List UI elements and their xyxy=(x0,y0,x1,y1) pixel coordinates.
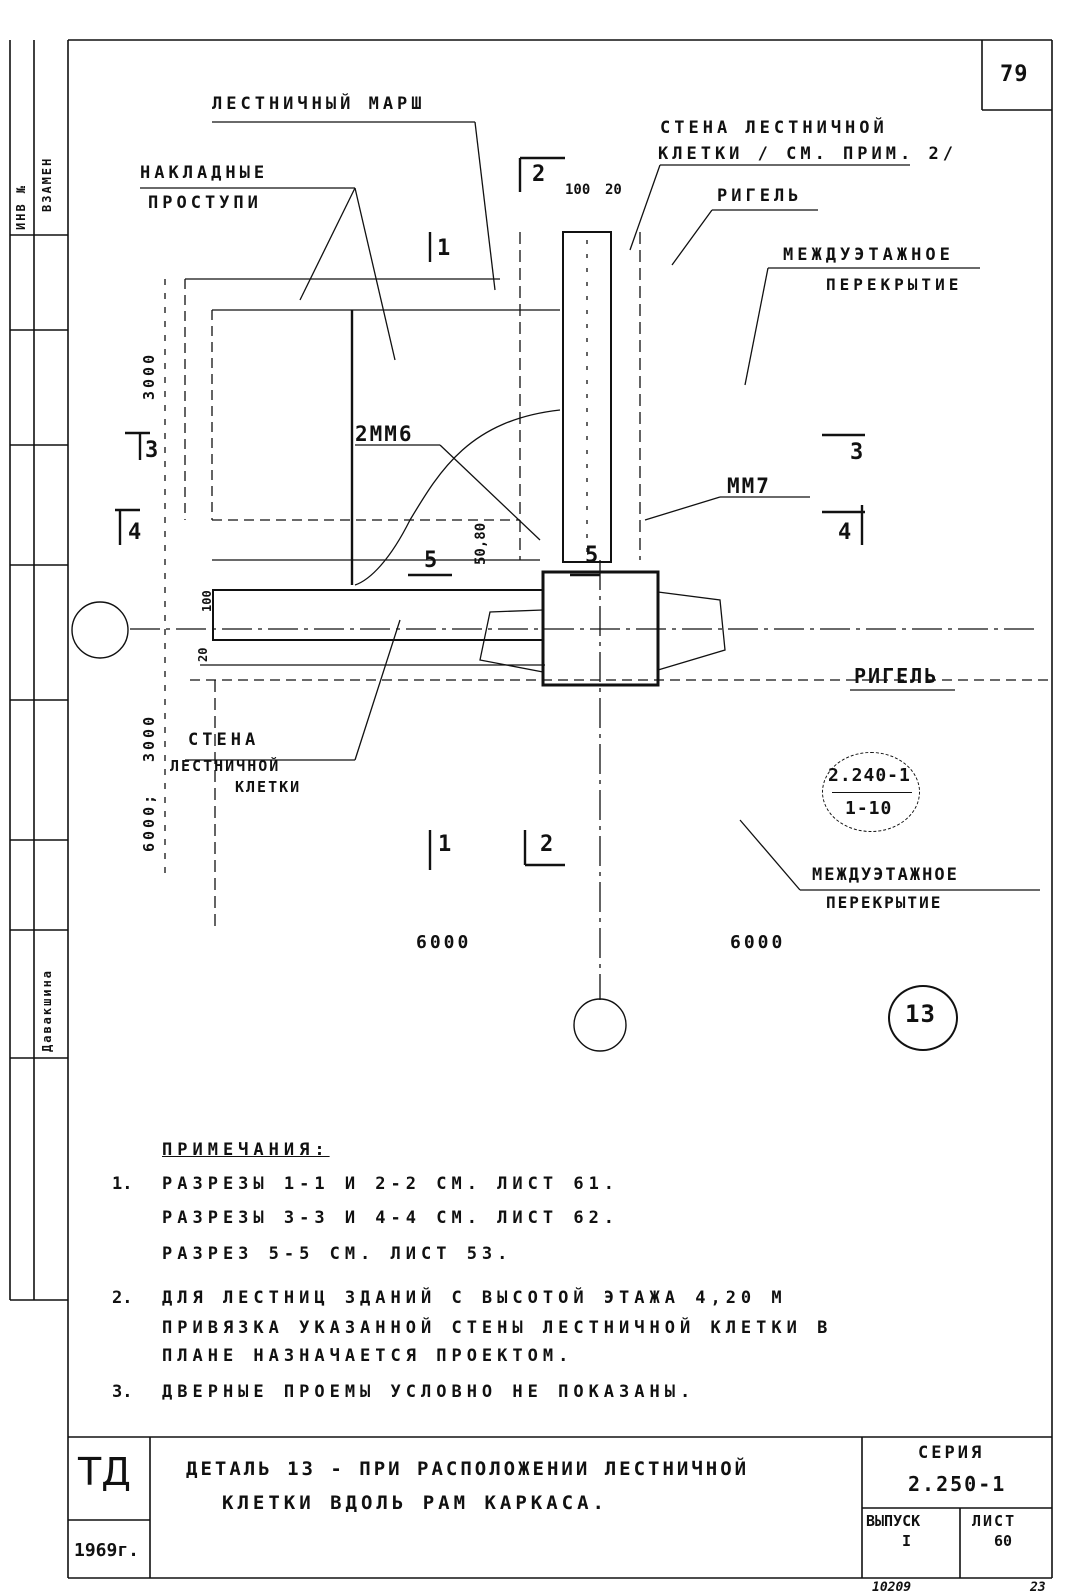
section-mark-3-right: 3 xyxy=(850,440,868,465)
note-1-line-1: РАЗРЕЗЫ 1-1 И 2-2 СМ. ЛИСТ 61. xyxy=(162,1174,620,1194)
leader-wall-bottom-arrow xyxy=(354,619,401,761)
label-floor-slab-top-2: ПЕРЕКРЫТИЕ xyxy=(826,275,963,294)
note-2-line-1: ДЛЯ ЛЕСТНИЦ ЗДАНИЙ С ВЫСОТОЙ ЭТАЖА 4,20 … xyxy=(162,1288,787,1308)
leader-floor-slab-top-arrow xyxy=(744,267,769,386)
section-mark-2-top: 2 xyxy=(532,162,550,187)
title-block-title-line-2: КЛЕТКИ ВДОЛЬ РАМ КАРКАСА. xyxy=(222,1492,608,1514)
label-element-2mm6: 2ММ6 xyxy=(355,422,414,446)
label-treads-2: ПРОСТУПИ xyxy=(148,193,262,213)
section-mark-5-left: 5 xyxy=(424,548,442,573)
section-mark-4-left: 4 xyxy=(128,520,146,545)
label-stair-wall-top: СТЕНА ЛЕСТНИЧНОЙ xyxy=(660,118,888,138)
detail-number: 13 xyxy=(905,1000,936,1028)
leader-mm7-arrow xyxy=(644,496,721,521)
label-stair-wall-top-2: КЛЕТКИ / СМ. ПРИМ. 2/ xyxy=(658,144,957,164)
inv-label: ИНВ № xyxy=(14,183,28,230)
crossbar-right-outline xyxy=(657,591,726,671)
ref-divider xyxy=(832,792,912,793)
dim-3000-upper: 3000 xyxy=(140,351,158,400)
title-block-issue-label: ВЫПУСК xyxy=(866,1512,921,1530)
leader-treads-arrow-a xyxy=(354,187,396,361)
axis-bubble-bottom xyxy=(573,998,627,1052)
ref-sheet: 1-10 xyxy=(845,798,893,819)
dim-100-left: 100 xyxy=(200,590,214,612)
section-mark-3-left: 3 xyxy=(145,438,163,463)
corner-sheet-number: 79 xyxy=(1000,62,1029,87)
title-block-sheet-value: 60 xyxy=(994,1532,1013,1550)
dim-6000-bottom-left: 6000 xyxy=(416,932,472,953)
title-block-org: ТД xyxy=(78,1450,131,1494)
dim-6000-bottom-right: 6000 xyxy=(730,932,786,953)
label-stair-flight: ЛЕСТНИЧНЫЙ МАРШ xyxy=(212,94,426,114)
footer-page: 23 xyxy=(1030,1580,1046,1595)
note-2-number: 2. xyxy=(112,1288,133,1308)
dim-20-top: 20 xyxy=(605,182,622,198)
stair-wall-vertical xyxy=(562,231,612,563)
label-crossbar-top: РИГЕЛЬ xyxy=(717,186,803,206)
note-1-line-3: РАЗРЕЗ 5-5 СМ. ЛИСТ 53. xyxy=(162,1244,513,1264)
leader-floor-slab-bottom-arrow xyxy=(739,819,801,891)
label-stair-wall-bottom-3: КЛЕТКИ xyxy=(235,778,302,796)
title-block-series-label: СЕРИЯ xyxy=(918,1443,985,1463)
section-mark-1-bottom: 1 xyxy=(438,832,456,857)
axis-bubble-left xyxy=(71,601,129,659)
label-stair-wall-bottom-2: ЛЕСТНИЧНОЙ xyxy=(170,757,281,775)
leader-crossbar-top-arrow xyxy=(671,209,713,266)
dim-6000-vertical: 6000; xyxy=(140,791,158,852)
title-block-sheet-label: ЛИСТ xyxy=(972,1512,1017,1530)
dim-20-left: 20 xyxy=(196,647,210,662)
label-stair-wall-bottom-1: СТЕНА xyxy=(188,730,260,750)
section-mark-1-top: 1 xyxy=(437,236,455,261)
dim-50-80: 50,80 xyxy=(473,522,489,565)
leader-wall-top-arrow xyxy=(629,164,661,251)
section-mark-2-bottom: 2 xyxy=(540,832,558,857)
leader-stair-flight-arrow xyxy=(474,121,496,291)
crossbar-left-outline xyxy=(479,609,544,673)
ref-series: 2.240-1 xyxy=(828,765,911,786)
label-treads-1: НАКЛАДНЫЕ xyxy=(140,163,269,183)
footer-doc-number: 10209 xyxy=(872,1580,912,1595)
dim-100-top: 100 xyxy=(565,182,591,198)
label-element-mm7: ММ7 xyxy=(727,474,771,498)
dim-3000-lower: 3000 xyxy=(140,713,158,762)
label-floor-slab-bottom-2: ПЕРЕКРЫТИЕ xyxy=(826,893,943,912)
note-1-number: 1. xyxy=(112,1174,133,1194)
title-block-year: 1969г. xyxy=(74,1540,140,1561)
label-crossbar-right: РИГЕЛЬ xyxy=(854,664,939,688)
detail-number-circle xyxy=(888,985,958,1051)
note-2-line-2: ПРИВЯЗКА УКАЗАННОЙ СТЕНЫ ЛЕСТНИЧНОЙ КЛЕТ… xyxy=(162,1318,833,1338)
title-block-title-line-1: ДЕТАЛЬ 13 - ПРИ РАСПОЛОЖЕНИИ ЛЕСТНИЧНОЙ xyxy=(186,1458,750,1480)
section-mark-4-right: 4 xyxy=(838,520,856,545)
stair-curve xyxy=(354,409,561,586)
leader-2mm6-arrow xyxy=(439,444,541,541)
note-2-line-3: ПЛАНЕ НАЗНАЧАЕТСЯ ПРОЕКТОМ. xyxy=(162,1346,574,1366)
note-3-line-1: ДВЕРНЫЕ ПРОЕМЫ УСЛОВНО НЕ ПОКАЗАНЫ. xyxy=(162,1382,696,1402)
leader-treads-arrow-b xyxy=(299,187,356,301)
section-mark-5-right: 5 xyxy=(585,543,603,568)
title-block-issue-value: I xyxy=(902,1532,912,1550)
signature-name: Давакшина xyxy=(40,968,54,1052)
label-floor-slab-top-1: МЕЖДУЭТАЖНОЕ xyxy=(783,245,954,265)
title-block-series-value: 2.250-1 xyxy=(908,1472,1007,1496)
note-1-line-2: РАЗРЕЗЫ 3-3 И 4-4 СМ. ЛИСТ 62. xyxy=(162,1208,620,1228)
reference-circle xyxy=(822,752,920,832)
note-3-number: 3. xyxy=(112,1382,133,1402)
vzamen-label: ВЗАМЕН xyxy=(40,156,54,212)
label-floor-slab-bottom-1: МЕЖДУЭТАЖНОЕ xyxy=(812,865,959,885)
notes-heading: ПРИМЕЧАНИЯ: xyxy=(162,1140,330,1160)
stair-wall-horizontal xyxy=(212,589,544,641)
